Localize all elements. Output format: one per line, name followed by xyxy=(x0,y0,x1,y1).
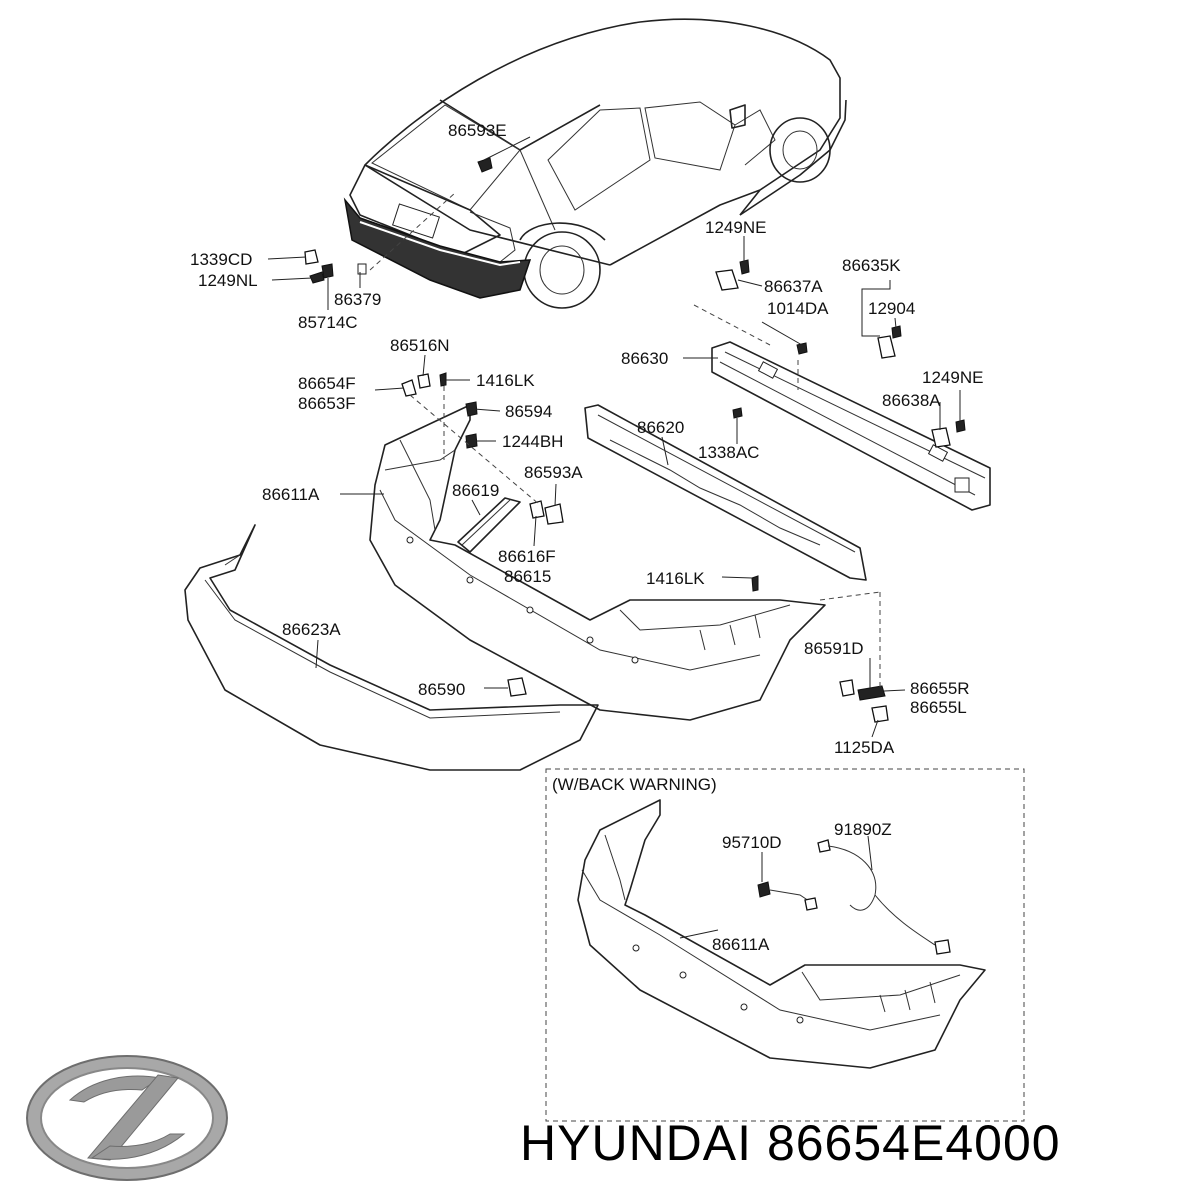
caption-part-number: 86654E4000 xyxy=(766,1115,1061,1171)
label-1249NL: 1249NL xyxy=(198,271,258,290)
inset-label-95710D: 95710D xyxy=(722,833,782,852)
label-86638A: 86638A xyxy=(882,391,941,410)
label-1249NE-top: 1249NE xyxy=(705,218,766,237)
caption-brand: HYUNDAI xyxy=(520,1115,753,1171)
label-86655L: 86655L xyxy=(910,698,967,717)
label-1014DA: 1014DA xyxy=(767,299,829,318)
label-12904: 12904 xyxy=(868,299,915,318)
bracket-86619 xyxy=(457,497,521,553)
label-85714C: 85714C xyxy=(298,313,358,332)
fasteners xyxy=(304,157,966,723)
label-86590: 86590 xyxy=(418,680,465,699)
label-1125DA: 1125DA xyxy=(834,738,895,757)
inset-label-86611A: 86611A xyxy=(712,935,770,954)
hyundai-logo-icon xyxy=(26,1055,228,1181)
back-warning-inset: (W/BACK WARNING) 95710D 91890Z 86611A xyxy=(545,768,1025,1122)
lower-spoiler-86623A xyxy=(184,524,599,771)
part-labels: 86593E 1339CD 1249NL 86379 85714C 1249NE… xyxy=(190,121,983,757)
label-1244BH: 1244BH xyxy=(502,432,563,451)
label-86654F: 86654F xyxy=(298,374,356,393)
label-86594: 86594 xyxy=(505,402,552,421)
label-86655R: 86655R xyxy=(910,679,970,698)
label-1338AC: 1338AC xyxy=(698,443,759,462)
label-86615: 86615 xyxy=(504,567,551,586)
label-86653F: 86653F xyxy=(298,394,356,413)
label-86616F: 86616F xyxy=(498,547,556,566)
label-86591D: 86591D xyxy=(804,639,864,658)
inset-label-91890Z: 91890Z xyxy=(834,820,892,839)
label-86516N: 86516N xyxy=(390,336,450,355)
label-86379: 86379 xyxy=(334,290,381,309)
label-86619: 86619 xyxy=(452,481,499,500)
energy-absorber-86620 xyxy=(584,404,867,581)
label-86611A: 86611A xyxy=(262,485,320,504)
label-86593A: 86593A xyxy=(524,463,583,482)
label-86637A: 86637A xyxy=(764,277,823,296)
label-86593E: 86593E xyxy=(448,121,507,140)
car-illustration xyxy=(343,18,847,309)
leader-lines xyxy=(267,136,961,738)
label-1339CD: 1339CD xyxy=(190,250,252,269)
bumper-beam-86630 xyxy=(711,341,991,511)
label-1249NE-mid: 1249NE xyxy=(922,368,983,387)
label-86623A: 86623A xyxy=(282,620,341,639)
inset-title: (W/BACK WARNING) xyxy=(552,775,717,794)
caption: HYUNDAI 86654E4000 xyxy=(520,1108,1190,1178)
label-1416LK-top: 1416LK xyxy=(476,371,535,390)
label-86620: 86620 xyxy=(637,418,684,437)
label-1416LK-low: 1416LK xyxy=(646,569,705,588)
label-86630: 86630 xyxy=(621,349,668,368)
bumper-cover-86611A xyxy=(369,404,826,721)
label-86635K: 86635K xyxy=(842,256,901,275)
